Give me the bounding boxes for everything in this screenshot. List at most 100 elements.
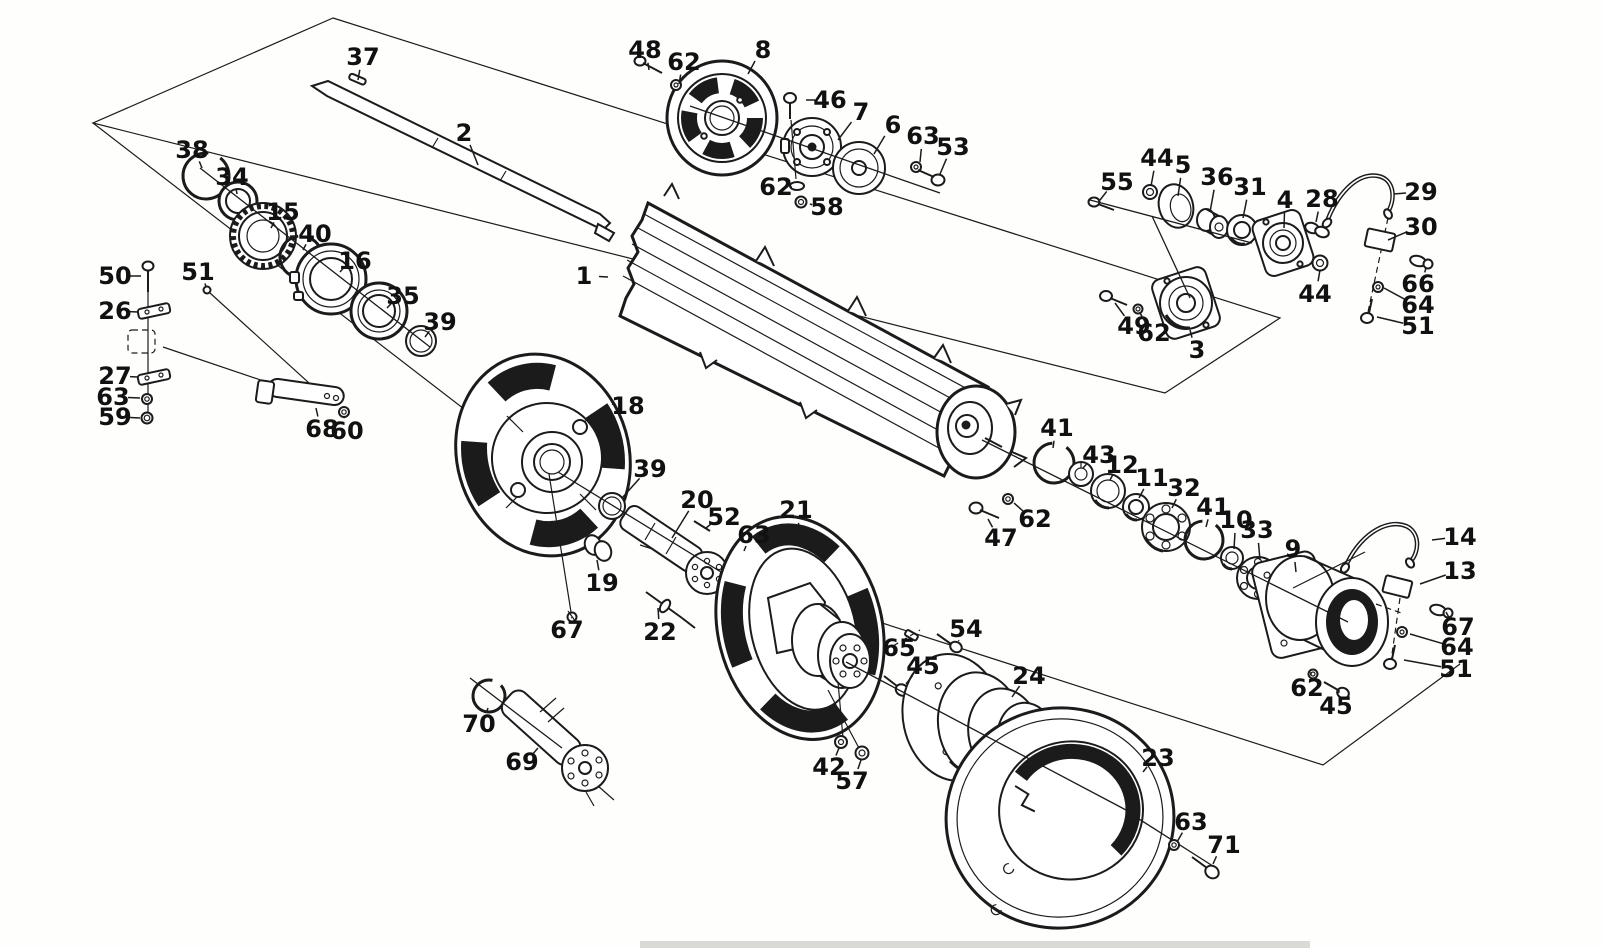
part-callout-15: 15	[266, 198, 299, 226]
part-callout-62: 62	[759, 173, 792, 201]
part-callout-68: 68	[305, 415, 338, 443]
leader-line-22	[657, 607, 660, 620]
part-callout-71: 71	[1207, 831, 1240, 859]
part-callout-65: 65	[882, 634, 915, 662]
part-64-washer	[1372, 281, 1384, 293]
part-callout-8: 8	[755, 36, 772, 64]
part-callout-41: 41	[1196, 493, 1229, 521]
part-callout-63: 63	[737, 521, 770, 549]
part-callout-40: 40	[298, 220, 331, 248]
part-callout-57: 57	[835, 767, 868, 795]
part-57-nut	[854, 745, 870, 761]
leader-line-51	[204, 283, 207, 288]
leader-line-38	[198, 161, 203, 169]
part-26-bracket	[136, 302, 172, 320]
part-6-disc	[832, 141, 886, 195]
part-68-arm	[254, 377, 345, 407]
part-callout-33: 33	[1240, 516, 1273, 544]
part-callout-67: 67	[1441, 613, 1474, 641]
leader-line-21	[797, 522, 801, 535]
part-43-ring	[1068, 461, 1094, 487]
group-variator-shaft	[557, 471, 859, 657]
part-callout-29: 29	[1404, 178, 1437, 206]
leader-line-70	[485, 707, 489, 713]
cone-axis-line	[845, 661, 1127, 811]
part-callout-1: 1	[576, 262, 593, 290]
part-callout-16: 16	[338, 247, 371, 275]
part-28-connector	[1304, 221, 1330, 239]
leader-line-41	[1052, 440, 1055, 449]
part-callout-7: 7	[853, 98, 870, 126]
leader-line-29	[1393, 192, 1407, 195]
leader-line-42	[835, 747, 840, 756]
part-callout-18: 18	[611, 392, 644, 420]
leader-line-71	[1212, 855, 1218, 865]
part-callout-38: 38	[175, 136, 208, 164]
part-67-screw	[566, 610, 578, 623]
part-27-bracket	[136, 368, 172, 386]
leader-line-49	[1114, 302, 1126, 317]
part-callout-51: 51	[1439, 655, 1472, 683]
part-callout-10: 10	[1219, 506, 1252, 534]
group-bottom-right-cable	[1292, 521, 1454, 700]
leader-line-10	[1233, 532, 1236, 550]
leader-line-51	[1376, 316, 1404, 324]
part-callout-67: 67	[550, 616, 583, 644]
part-callout-5: 5	[1175, 151, 1192, 179]
part-callout-41: 41	[1040, 414, 1073, 442]
part-12-race	[1090, 473, 1126, 510]
part-7-bearing-hub	[780, 117, 842, 177]
leader-line-31	[1242, 199, 1248, 219]
part-callout-19: 19	[585, 569, 618, 597]
part-callout-13: 13	[1443, 557, 1476, 585]
part-callout-34: 34	[215, 163, 248, 191]
part-callout-63: 63	[906, 122, 939, 150]
leader-line-63	[743, 545, 747, 552]
part-callout-24: 24	[1012, 662, 1045, 690]
part-1-beater-drum	[618, 181, 1028, 480]
leader-line-55	[1099, 190, 1108, 201]
leader-line-3	[1189, 329, 1193, 338]
part-callout-46: 46	[813, 86, 846, 114]
part-callout-45: 45	[1319, 692, 1352, 720]
leader-line-48	[647, 62, 650, 71]
leader-line-63	[127, 396, 141, 399]
leader-line-53	[939, 158, 948, 175]
leader-line-47	[987, 518, 994, 528]
group-hub-fasteners	[834, 629, 963, 761]
part-51-bolt	[1383, 644, 1397, 670]
leader-line-5	[1177, 177, 1182, 197]
part-callout-28: 28	[1305, 185, 1338, 213]
part-callout-35: 35	[386, 282, 419, 310]
leader-line-62	[678, 74, 682, 85]
part-callout-47: 47	[984, 524, 1017, 552]
scan-artifact	[640, 941, 1310, 948]
part-60-nut	[338, 406, 350, 418]
part-59-washer	[140, 411, 154, 425]
leader-line-51	[1403, 659, 1442, 668]
part-18-variator-disc	[454, 352, 632, 613]
leader-line-64	[1409, 633, 1443, 645]
part-callout-23: 23	[1141, 744, 1174, 772]
part-22-rod	[645, 591, 696, 629]
part-54-bolt	[936, 633, 963, 654]
part-21-variator-disc	[714, 515, 886, 751]
leader-line-39	[424, 330, 430, 338]
part-callout-70: 70	[462, 710, 495, 738]
part-callout-12: 12	[1105, 451, 1138, 479]
part-67-screw	[1429, 603, 1454, 619]
part-69-stub-shaft	[469, 677, 615, 807]
leader-line-32	[1171, 498, 1177, 509]
part-callout-51: 51	[181, 258, 214, 286]
part-callout-62: 62	[1018, 505, 1051, 533]
part-41-snap-ring	[1183, 519, 1225, 561]
part-32-bearing	[1141, 502, 1191, 553]
part-callout-63: 63	[1174, 808, 1207, 836]
part-callout-6: 6	[885, 111, 902, 139]
part-36-bushing	[1196, 208, 1229, 239]
part-callout-44: 44	[1298, 280, 1331, 308]
part-callout-42: 42	[812, 753, 845, 781]
part-16-bearing-housing	[289, 242, 368, 316]
